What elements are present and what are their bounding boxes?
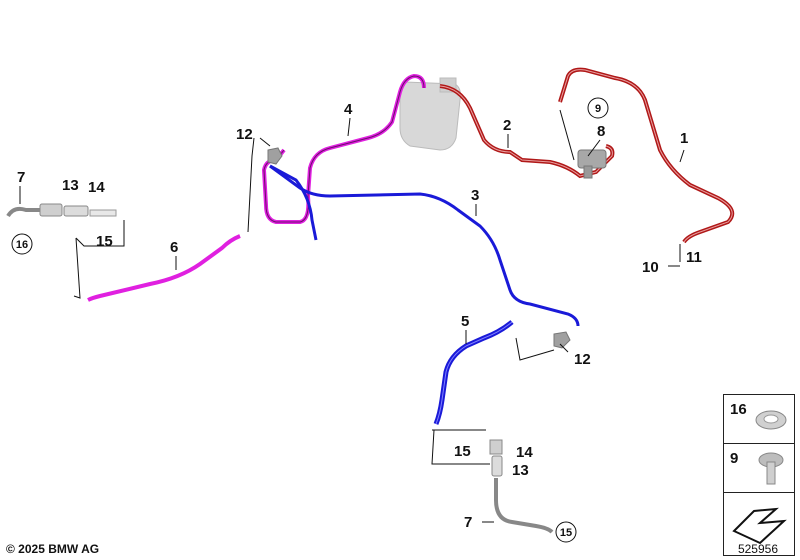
callout-5: 5 xyxy=(461,313,469,330)
legend-item-9: 9 xyxy=(724,444,794,493)
callout-10: 10 xyxy=(642,259,659,276)
callout-3: 3 xyxy=(471,187,479,204)
connector-part-12-top xyxy=(267,147,283,165)
callout-15-top: 15 xyxy=(96,233,113,250)
legend-item-16: 16 xyxy=(724,395,794,444)
legend-item-symbol xyxy=(724,493,794,555)
callout-7-bottom: 7 xyxy=(464,514,472,531)
hose-assembly-left xyxy=(6,203,117,218)
svg-text:9: 9 xyxy=(595,103,601,115)
legend-number-9: 9 xyxy=(730,450,739,467)
brake-line-5 xyxy=(433,320,514,425)
callout-15-bottom: 15 xyxy=(454,443,471,460)
circled-callout-9: 9 xyxy=(587,97,609,119)
connector-part-12-bottom xyxy=(553,331,571,349)
callout-8: 8 xyxy=(597,123,605,140)
parts-legend: 16 9 xyxy=(723,394,795,556)
copyright-text: © 2025 BMW AG xyxy=(6,542,100,556)
legend-number-16: 16 xyxy=(730,401,747,418)
callout-13-top: 13 xyxy=(62,177,79,194)
callout-12-top: 12 xyxy=(236,126,253,143)
callout-2: 2 xyxy=(503,117,511,134)
washer-icon xyxy=(755,410,787,430)
callout-11: 11 xyxy=(686,249,702,266)
diagram-id: 525956 xyxy=(737,542,778,556)
arrow-symbol-icon xyxy=(732,507,787,545)
callout-12-bottom: 12 xyxy=(574,351,591,368)
callout-13-bottom: 13 xyxy=(512,462,529,479)
circled-callout-15: 15 xyxy=(555,521,577,543)
hose-assembly-bottom xyxy=(489,439,554,534)
circled-callout-16: 16 xyxy=(11,233,33,255)
leader-lines xyxy=(19,109,685,523)
callout-1: 1 xyxy=(680,130,688,147)
svg-text:15: 15 xyxy=(560,527,572,539)
bolt-icon xyxy=(758,452,784,485)
callout-14-bottom: 14 xyxy=(516,444,533,461)
callout-4: 4 xyxy=(344,101,353,118)
svg-text:16: 16 xyxy=(16,239,28,251)
callout-6: 6 xyxy=(170,239,178,256)
brake-line-4 xyxy=(261,73,426,224)
callout-7-top: 7 xyxy=(17,169,25,186)
brake-line-6 xyxy=(87,234,241,302)
brake-line-3 xyxy=(269,164,580,327)
callout-14-top: 14 xyxy=(88,179,105,196)
